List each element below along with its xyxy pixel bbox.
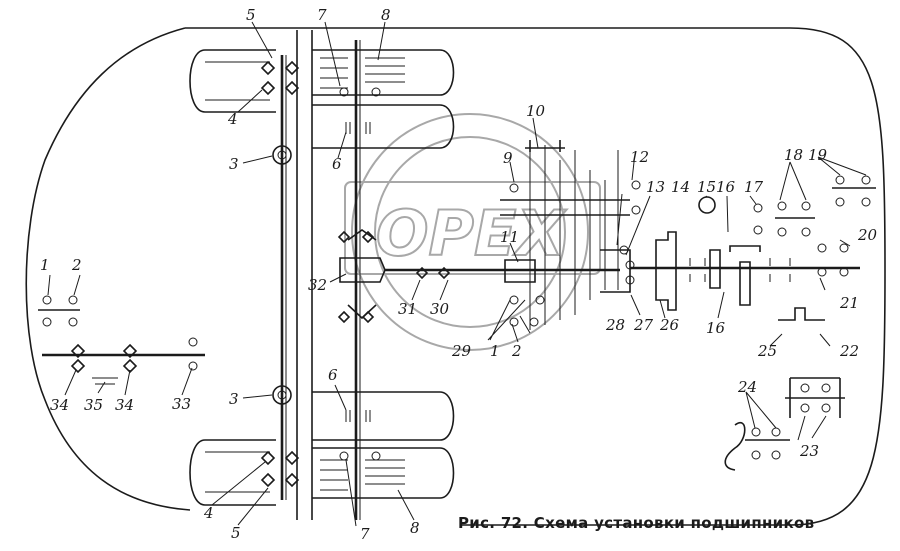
callout-label: 17 [744,178,764,196]
callout-label: 21 [839,294,859,312]
callout-leaders [47,21,867,527]
rear-wheel-upper-inner [312,104,455,149]
frame-and-axles [272,30,361,520]
callout-label: 10 [526,102,546,120]
callout-label: 5 [246,6,256,24]
callout-label: 5 [231,524,241,542]
rear-differential [337,229,451,324]
callout-label: 6 [328,366,338,384]
watermark-text: OPEX [376,197,567,270]
auxiliary-assemblies [724,175,876,471]
transmission-shafts [385,140,641,330]
rear-wheel-upper-outer [312,49,455,96]
callout-label: 33 [172,395,191,413]
rear-wheel-lower-outer [312,447,455,499]
callout-label: 28 [605,316,625,334]
callout-label: 15 [697,178,716,196]
callout-label: 6 [332,155,342,173]
callout-label: 14 [671,178,690,196]
callout-label: 2 [511,342,522,360]
callout-labels: 1 2 3 3 4 4 5 5 6 6 7 7 8 8 9 10 11 12 1… [40,6,878,543]
callout-label: 4 [203,504,214,522]
callout-label: 27 [633,316,654,334]
callout-label: 16 [716,178,736,196]
callout-label: 20 [857,226,878,244]
callout-label: 8 [410,519,420,537]
callout-label: 32 [308,276,327,294]
callout-label: 24 [737,378,757,396]
rear-wheel-lower-inner [312,391,455,441]
callout-label: 2 [71,256,82,274]
callout-label: 26 [659,316,680,334]
callout-label: 16 [706,319,726,337]
callout-label: 12 [630,148,649,166]
callout-label: 7 [317,6,327,24]
callout-label: 35 [84,396,103,414]
callout-label: 34 [115,396,134,414]
callout-label: 3 [229,155,239,173]
transfer-case [625,196,860,311]
callout-label: 18 [784,146,803,164]
watermark-gear-logo: OPEX [344,113,601,351]
front-left-wheel [189,49,276,113]
steering-assemblies [38,295,205,385]
callout-label: 3 [229,390,239,408]
front-left-wheel-lower [189,439,276,506]
callout-label: 22 [839,342,859,360]
figure-caption: Рис. 72. Схема установки подшипников [458,514,815,532]
callout-label: 13 [646,178,665,196]
callout-label: 11 [500,228,519,246]
callout-label: 1 [490,342,500,360]
callout-label: 19 [808,146,828,164]
callout-label: 9 [503,149,513,167]
callout-label: 34 [50,396,69,414]
callout-label: 31 [398,300,417,318]
callout-label: 1 [40,256,50,274]
callout-label: 23 [799,442,819,460]
front-axle-bearings [260,60,381,488]
callout-label: 30 [430,300,450,318]
vehicle-body-outline [25,27,886,526]
callout-label: 29 [451,342,472,360]
callout-label: 7 [360,525,370,543]
callout-label: 25 [757,342,777,360]
callout-label: 4 [227,110,238,128]
callout-label: 8 [381,6,391,24]
